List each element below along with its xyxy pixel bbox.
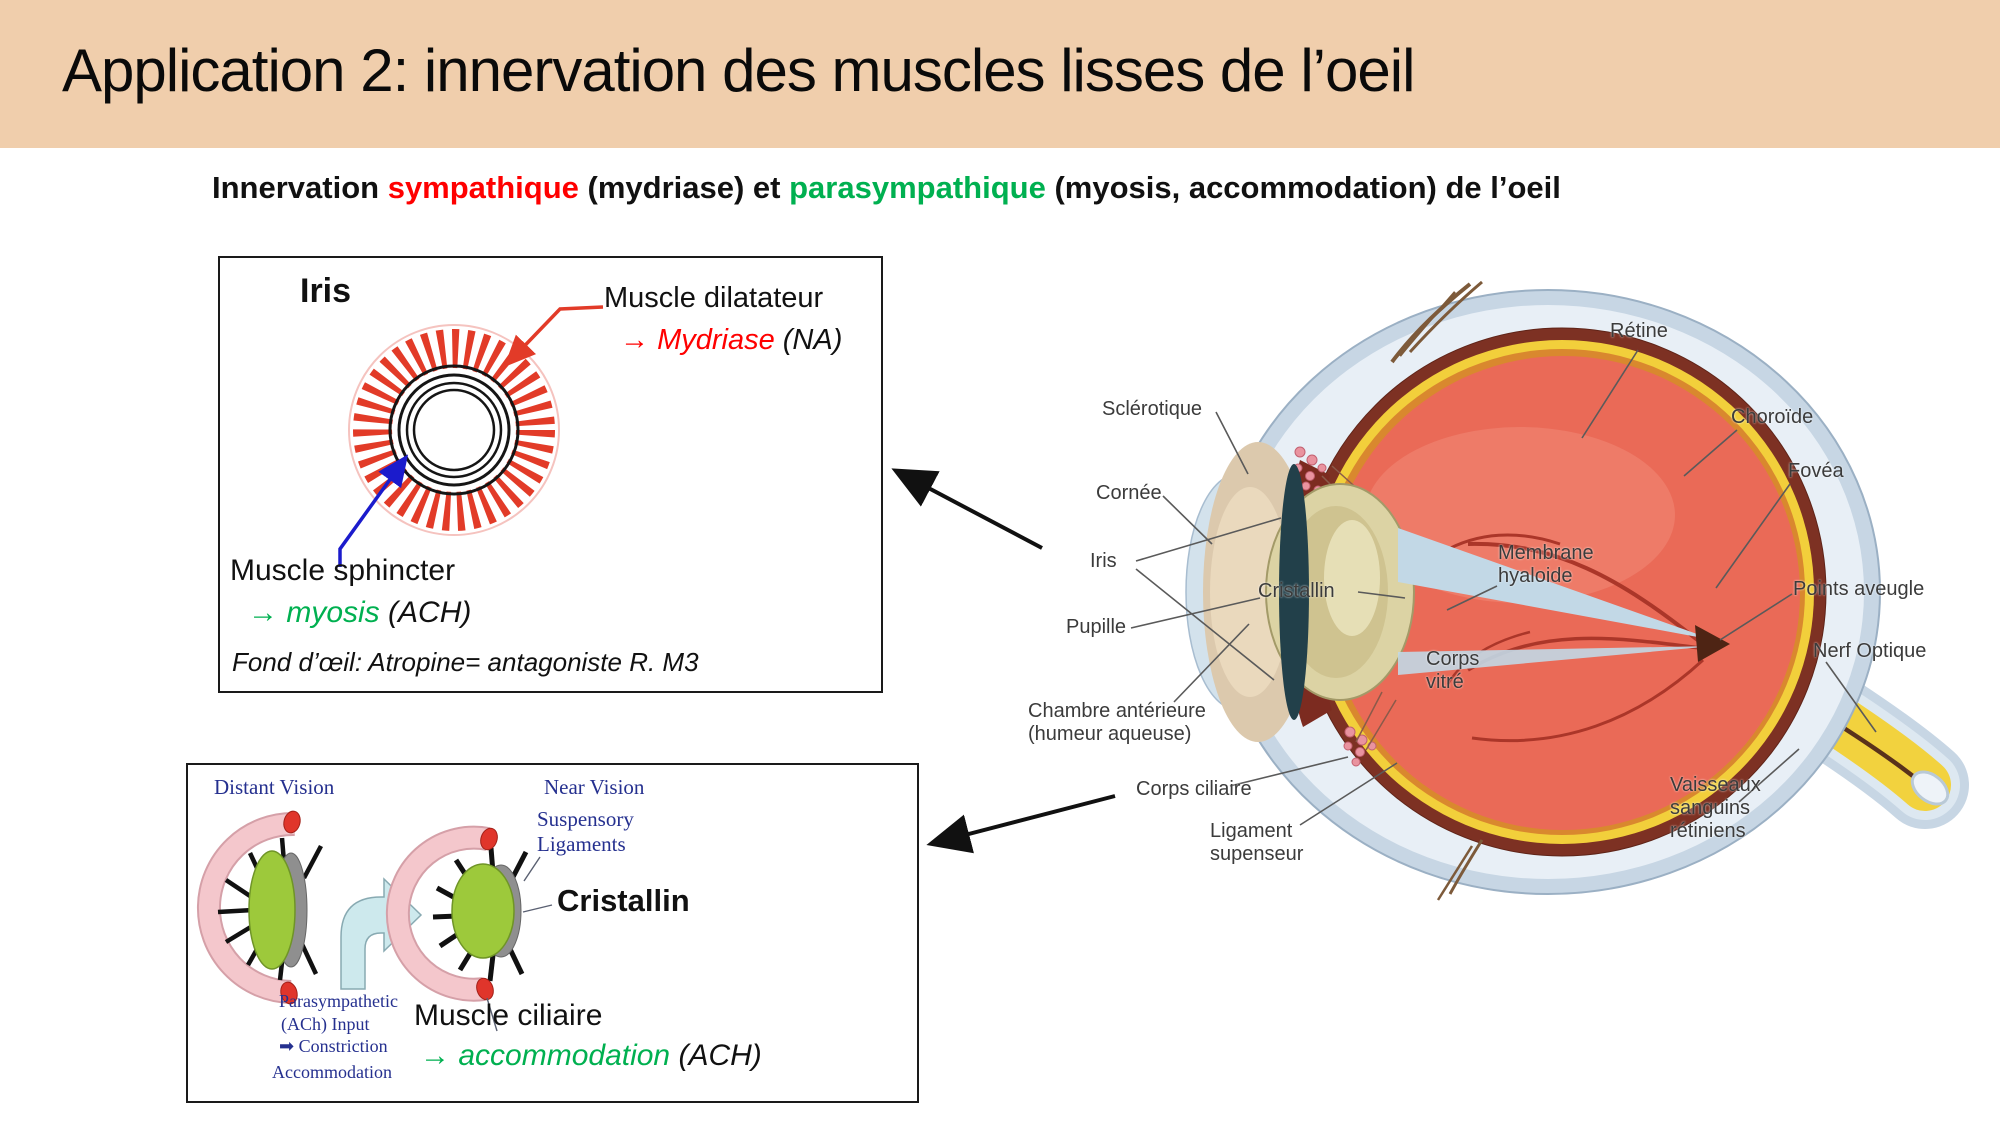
dilator-pointer-line <box>504 305 604 368</box>
suspensory-ligaments-label: Suspensory Ligaments <box>537 807 634 856</box>
subtitle-prefix: Innervation <box>212 170 388 205</box>
distant-vision-figure <box>196 810 323 1005</box>
pointer-lines <box>486 856 553 1032</box>
eye-label-nerf-optique: Nerf Optique <box>1813 640 1927 662</box>
subtitle-suffix: (myosis, accommodation) de l’oeil <box>1045 170 1561 205</box>
dilator-arrow-icon: → <box>620 324 649 356</box>
iris-diagram-box: Iris Muscle dilatateur → Mydriase (NA) M… <box>218 256 883 693</box>
iris-pupil-band <box>1279 464 1309 720</box>
extraocular-muscle-tufts <box>1390 280 1484 901</box>
eye-label-retine: Rétine <box>1610 320 1668 342</box>
eye-label-vaisseaux: Vaisseaux sanguins rétiniens <box>1670 774 1761 842</box>
hyaloid-membrane-lower <box>1398 646 1714 675</box>
fundus-footnote: Fond d’œil: Atropine= antagoniste R. M3 <box>232 647 699 677</box>
ciliary-arrow-icon: → <box>420 1039 450 1072</box>
parasympathetic-line1: Parasympathetic <box>279 991 398 1011</box>
subtitle-middle: (mydriase) et <box>578 170 790 205</box>
eye-label-fovea: Fovéa <box>1788 460 1844 482</box>
distant-vision-title: Distant Vision <box>214 775 335 799</box>
eye-label-membrane-hyaloide: Membrane hyaloide <box>1498 542 1594 587</box>
eye-label-pupille: Pupille <box>1066 616 1127 638</box>
eye-label-corps-vitre: Corps vitré <box>1426 648 1480 693</box>
sphincter-pointer-line <box>338 454 409 567</box>
subtitle-parasympathique: parasympathique <box>789 170 1046 205</box>
ciliary-effect: accommodation <box>458 1039 671 1072</box>
sphincter-muscle-rings <box>388 364 520 496</box>
eye-label-sclerotique: Sclérotique <box>1102 398 1203 420</box>
eye-label-ligament-supenseur: Ligament supenseur <box>1210 820 1304 865</box>
eye-label-cristallin: Cristallin <box>1258 580 1335 602</box>
eye-label-choroide: Choroïde <box>1731 406 1814 428</box>
iris-inner-mask <box>392 368 516 492</box>
accommodation-label: Accommodation <box>272 1062 392 1082</box>
dilator-mediator: (NA) <box>774 324 843 356</box>
sphincter-arrow-icon: → <box>248 596 278 629</box>
accommodation-diagram-box: Distant Vision Near Vision Suspensory Li… <box>186 763 919 1103</box>
subtitle-sympathique: sympathique <box>387 170 579 205</box>
eye-label-iris: Iris <box>1090 550 1117 572</box>
page-title: Application 2: innervation des muscles l… <box>62 37 1415 104</box>
near-vision-title: Near Vision <box>544 775 645 799</box>
eye-label-cornee: Cornée <box>1096 482 1162 504</box>
constriction-arrow-icon: ➡ <box>279 1036 295 1056</box>
iris-diagram <box>338 305 604 567</box>
lens-highlight <box>1324 520 1380 636</box>
dilator-label: Muscle dilatateur <box>604 282 824 314</box>
optic-disc <box>1695 625 1730 662</box>
eye-label-points-aveugle: Points aveugle <box>1793 578 1925 600</box>
iris-heading: Iris <box>300 272 352 310</box>
eye-label-chambre-anterieure: Chambre antérieure (humeur aqueuse) <box>1028 700 1206 745</box>
eye-label-corps-ciliaire: Corps ciliaire <box>1136 778 1252 800</box>
title-bar: Application 2: innervation des muscles l… <box>0 0 2000 148</box>
iris-outline-circle <box>348 324 560 536</box>
dilator-muscle-spokes <box>353 329 555 531</box>
ciliary-mediator: (ACH) <box>670 1039 762 1072</box>
subtitle: Innervation sympathique (mydriase) et pa… <box>212 170 1561 206</box>
ciliary-body-bottom <box>1343 726 1377 767</box>
cristallin-label: Cristallin <box>557 883 690 918</box>
ciliary-muscle-label: Muscle ciliaire <box>414 999 603 1032</box>
parasympathetic-line2: (ACh) Input <box>281 1014 370 1034</box>
accommodation-diagram <box>196 810 553 1032</box>
sphincter-mediator: (ACH) <box>379 596 472 629</box>
dilator-effect: Mydriase <box>657 324 775 356</box>
sphincter-label: Muscle sphincter <box>230 554 456 587</box>
sphincter-effect: myosis <box>286 596 380 629</box>
eye-anatomy-figure: Rétine Sclérotique Choroïde Fovéa Cornée… <box>1000 280 2000 920</box>
label-pointer-lines <box>1130 349 1877 826</box>
constriction-label: Constriction <box>294 1036 388 1056</box>
near-vision-figure <box>385 825 529 1002</box>
hyaloid-membrane-upper <box>1398 528 1714 640</box>
eye-illustration <box>1130 280 1969 901</box>
